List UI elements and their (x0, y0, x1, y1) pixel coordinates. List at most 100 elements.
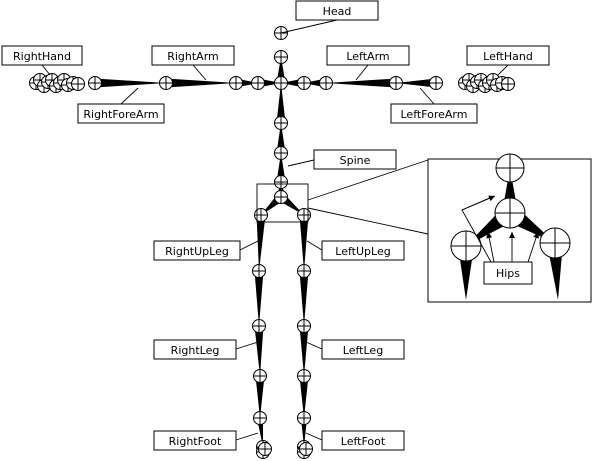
leader-line-4 (497, 64, 509, 76)
joint-left-finger-10 (501, 77, 515, 91)
label-spine-text: Spine (340, 154, 371, 167)
label-left-leg-box (321, 339, 405, 360)
label-head: Head (295, 0, 379, 21)
inset-joint-right-upleg (539, 227, 571, 259)
label-hips: Hips (483, 261, 533, 285)
leader-line-11 (305, 341, 323, 350)
label-left-up-leg-text: LeftUpLeg (335, 245, 390, 258)
leader-line-9 (306, 240, 323, 251)
label-left-fore-arm-text: LeftForeArm (401, 108, 468, 121)
hips-arrow-mid (509, 232, 515, 262)
label-right-foot-text: RightFoot (169, 435, 222, 448)
label-head-text: Head (323, 5, 352, 18)
label-right-arm: RightArm (151, 45, 235, 66)
bone-rLeg-rFoot (254, 271, 264, 326)
label-left-arm-text: LeftArm (346, 50, 389, 63)
joint-lFoot (297, 319, 311, 333)
joints-layer (29, 26, 515, 459)
leader-line-5 (120, 87, 139, 105)
label-left-fore-arm: LeftForeArm (390, 103, 478, 124)
hips-arrow-right (527, 231, 539, 263)
label-left-foot-box (321, 430, 405, 451)
label-right-up-leg: RightUpLeg (153, 240, 241, 261)
label-right-leg: RightLeg (153, 339, 237, 360)
inset-connector-bottom (307, 207, 429, 235)
joint-hips (274, 190, 288, 204)
bone-lUpLeg-lLeg (299, 215, 309, 271)
label-left-up-leg-box (321, 240, 405, 261)
hips-selection-box (256, 183, 309, 223)
bone-rForeArm-rArm (166, 78, 236, 88)
label-left-hand-box (466, 45, 550, 66)
label-left-foot: LeftFoot (321, 430, 405, 451)
label-right-fore-arm-box (77, 103, 165, 124)
joint-lLeg (297, 264, 311, 278)
joint-lToe (297, 369, 311, 383)
label-right-up-leg-text: RightUpLeg (165, 245, 229, 258)
label-right-up-leg-box (153, 240, 241, 261)
label-right-foot-box (153, 430, 237, 451)
joint-rFoot (252, 319, 266, 333)
leader-line-3 (355, 64, 369, 81)
label-spine: Spine (313, 149, 397, 170)
label-right-hand: RightHand (1, 45, 83, 66)
label-spine-box (313, 149, 397, 170)
leader-line-12 (235, 432, 259, 441)
leader-line-0 (280, 19, 338, 34)
label-left-arm: LeftArm (326, 45, 410, 66)
label-hips-text: Hips (496, 267, 520, 280)
label-right-leg-box (153, 339, 237, 360)
joint-rForeArm (159, 76, 173, 90)
joint-left-foot-tip-2 (299, 442, 313, 456)
bone-rToe-rToeEnd (255, 376, 265, 418)
label-left-leg-text: LeftLeg (343, 344, 383, 357)
leaders-layer (41, 19, 509, 441)
hips-arrow-top (461, 195, 496, 211)
label-left-hand-text: LeftHand (483, 50, 533, 63)
label-left-foot-text: LeftFoot (341, 435, 386, 448)
inset-connector-top (307, 159, 429, 201)
joint-spine (274, 175, 288, 189)
label-right-arm-box (151, 45, 235, 66)
joint-rArm (229, 76, 243, 90)
bone-lToe-lToeEnd (299, 376, 309, 418)
bone-rHand-rForeArm (95, 78, 166, 88)
label-right-leg-text: RightLeg (171, 344, 220, 357)
inset-joint-hips (494, 197, 526, 229)
label-right-hand-box (1, 45, 83, 66)
hips-arrow-left (486, 231, 495, 263)
joint-rToeEnd (253, 411, 267, 425)
label-left-up-leg: LeftUpLeg (321, 240, 405, 261)
label-left-hand: LeftHand (466, 45, 550, 66)
joint-head (274, 50, 288, 64)
bone-lHand-lForeArm (396, 78, 436, 88)
joint-spine2 (274, 116, 288, 130)
label-right-fore-arm-text: RightForeArm (83, 108, 158, 121)
joint-rUpLeg (254, 208, 268, 222)
leader-line-10 (235, 341, 259, 350)
inset-joint-spine (495, 153, 525, 183)
leader-line-1 (41, 64, 51, 76)
leader-line-13 (305, 432, 323, 441)
bone-lLeg-lFoot (299, 271, 309, 326)
leader-line-2 (192, 64, 207, 81)
joint-neck (274, 76, 288, 90)
joint-lArm (319, 76, 333, 90)
label-head-box (295, 0, 379, 21)
bone-spine-spine1 (276, 153, 286, 182)
joint-lHand (429, 76, 443, 90)
label-right-fore-arm: RightForeArm (77, 103, 165, 124)
label-hips-box (483, 261, 533, 285)
bone-lForeArm-lArm (326, 78, 396, 88)
joint-spine1 (274, 146, 288, 160)
bone-rUpLeg-rLeg (256, 214, 266, 271)
label-right-hand-text: RightHand (13, 50, 71, 63)
leader-line-7 (287, 159, 315, 167)
joint-rLeg (252, 264, 266, 278)
joint-rHand (88, 76, 102, 90)
joint-right-foot-tip-2 (258, 442, 272, 456)
label-left-fore-arm-box (390, 103, 478, 124)
label-left-arm-box (326, 45, 410, 66)
